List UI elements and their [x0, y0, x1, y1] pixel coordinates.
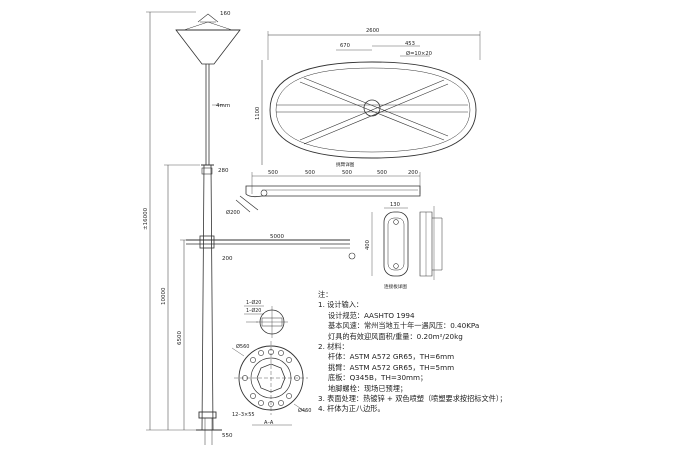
flange-labels: 130 400 连接板详图 [365, 202, 407, 290]
plate-tag: 连接板详图 [384, 283, 407, 290]
ellipse-height-label: 1100 [255, 107, 261, 120]
note-line-7: 挑臂：ASTM A572 GR65，TH=5mm [328, 362, 455, 372]
top-ref-label: 4mm [216, 103, 230, 109]
top-width-label: 160 [220, 11, 231, 17]
note-line-2: 设计规范：AASHTO 1994 [328, 310, 415, 320]
note-line-6: 杆体：ASTM A572 GR65，TH=6mm [328, 352, 455, 362]
arm-detail [235, 172, 421, 213]
note-line-8: 底板：Q345B，TH=30mm； [328, 373, 428, 383]
lamp-cap [197, 13, 219, 23]
note-line-3: 基本风速：常州当地五十年一遇风压：0.40KPa [328, 321, 480, 331]
base-plate-section [231, 341, 308, 415]
ellipse-hub [363, 99, 381, 117]
lamp-top-view [261, 31, 481, 165]
arm-seg-2: 500 [305, 170, 315, 176]
flange-h-label: 400 [365, 240, 371, 250]
pole-height-label: ±16000 [143, 207, 149, 230]
flange-plate [383, 211, 409, 277]
mid-gap-label: 280 [218, 168, 229, 174]
arm-seg-1: 500 [268, 170, 278, 176]
base-plate [198, 411, 217, 419]
note-line-10: 3. 表面处理：热镀锌 + 双色喷塑（喷塑要求按招标文件）； [318, 394, 507, 404]
base-dia-label: Ø560 [236, 343, 249, 350]
arm-len-label: 5000 [270, 234, 284, 240]
arm-labels: 500 500 500 500 200 Ø200 挑臂详图 [226, 161, 418, 216]
lower-height-label: 6500 [177, 331, 183, 345]
note-line-11: 4. 杆体为正八边形。 [318, 404, 385, 414]
bolt-label-a: 1–Ø20 [246, 299, 261, 306]
notes-title: 注： [318, 290, 333, 299]
ellipse-dim-c: Ø=10×20 [406, 50, 432, 57]
ellipse-dim-a: 670 [340, 43, 350, 49]
base-size-label: 550 [222, 433, 233, 439]
base-labels: Ø560 Ø460 12–3×55 A–A [232, 343, 311, 426]
arm-seg-5: 200 [408, 170, 418, 176]
flange-detail [371, 206, 443, 280]
note-line-5: 2. 材料： [318, 342, 349, 352]
arm-dia-label: Ø200 [226, 209, 240, 216]
pole-labels: 160 ±16000 10000 6500 4mm 280 5000 200 5… [143, 11, 284, 439]
base-bolts-label: 12–3×55 [232, 412, 255, 418]
note-line-9: 地脚螺栓：现场已预埋； [328, 383, 408, 393]
bolt-labels: 1–Ø20 1–Ø20 [246, 299, 261, 314]
arm-body [245, 185, 421, 198]
note-line-4: 灯具的有效迎风面积/重量：0.20m²/20kg [328, 331, 463, 341]
pole-shaft [201, 164, 214, 431]
arm-seg-4: 500 [377, 170, 387, 176]
section-label: A–A [264, 420, 274, 426]
lamp-head [175, 29, 241, 65]
base-r-label: Ø460 [298, 407, 311, 414]
arm-seg-3: 500 [342, 170, 352, 176]
arm-height-label: 10000 [161, 287, 167, 305]
ellipse-dim-b: 453 [405, 41, 415, 47]
arm-tag: 挑臂详图 [336, 161, 355, 168]
bolt-label-b: 1–Ø20 [246, 307, 261, 314]
ellipse-outline [269, 61, 477, 159]
base-gap-label: 200 [222, 256, 233, 262]
pole-elevation [146, 11, 356, 445]
note-line-1: 1. 设计输入： [318, 300, 364, 310]
ellipse-width-label: 2600 [366, 28, 379, 34]
top-view-labels: 2600 1100 670 453 Ø=10×20 [255, 28, 432, 120]
flange-w-label: 130 [390, 202, 400, 208]
bolt-detail [244, 305, 288, 338]
design-notes: 注： 1. 设计输入： 设计规范：AASHTO 1994 基本风速：常州当地五十… [318, 290, 558, 415]
